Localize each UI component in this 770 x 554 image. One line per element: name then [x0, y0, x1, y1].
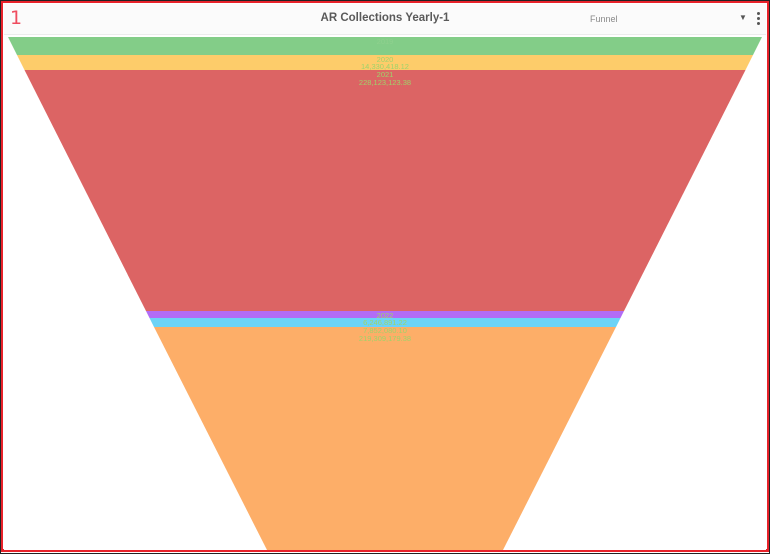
funnel-band-2024[interactable] [154, 327, 616, 550]
chart-title: AR Collections Yearly-1 [320, 12, 450, 24]
caret-down-icon[interactable]: ▼ [739, 13, 747, 22]
funnel-band-2023[interactable] [149, 318, 621, 327]
funnel-band-2020[interactable] [17, 55, 753, 70]
band-label-value: 14,330,418.12 [361, 62, 409, 71]
funnel-band-2019[interactable] [8, 37, 762, 55]
band-label-value: 6,246,891.22 [363, 318, 407, 327]
panel-index: 1 [10, 7, 23, 29]
band-label-value: 7,852,080.10 [363, 326, 407, 335]
band-label-value: 228,123,123.38 [359, 78, 411, 87]
chart-type-select[interactable]: Funnel [590, 14, 618, 24]
kebab-menu-icon[interactable] [757, 12, 760, 25]
band-label-year: 2022 [377, 311, 394, 320]
funnel-band-2021[interactable] [24, 70, 746, 311]
panel-header: 1 AR Collections Yearly-1 Funnel ▼ [4, 4, 766, 35]
band-label-year: 2019 [377, 37, 394, 46]
funnel-band-2022[interactable] [146, 311, 624, 318]
band-label-value: 219,309,179.38 [359, 334, 411, 343]
band-label-year: 2020 [377, 55, 394, 64]
band-label-year: 2021 [377, 70, 394, 79]
